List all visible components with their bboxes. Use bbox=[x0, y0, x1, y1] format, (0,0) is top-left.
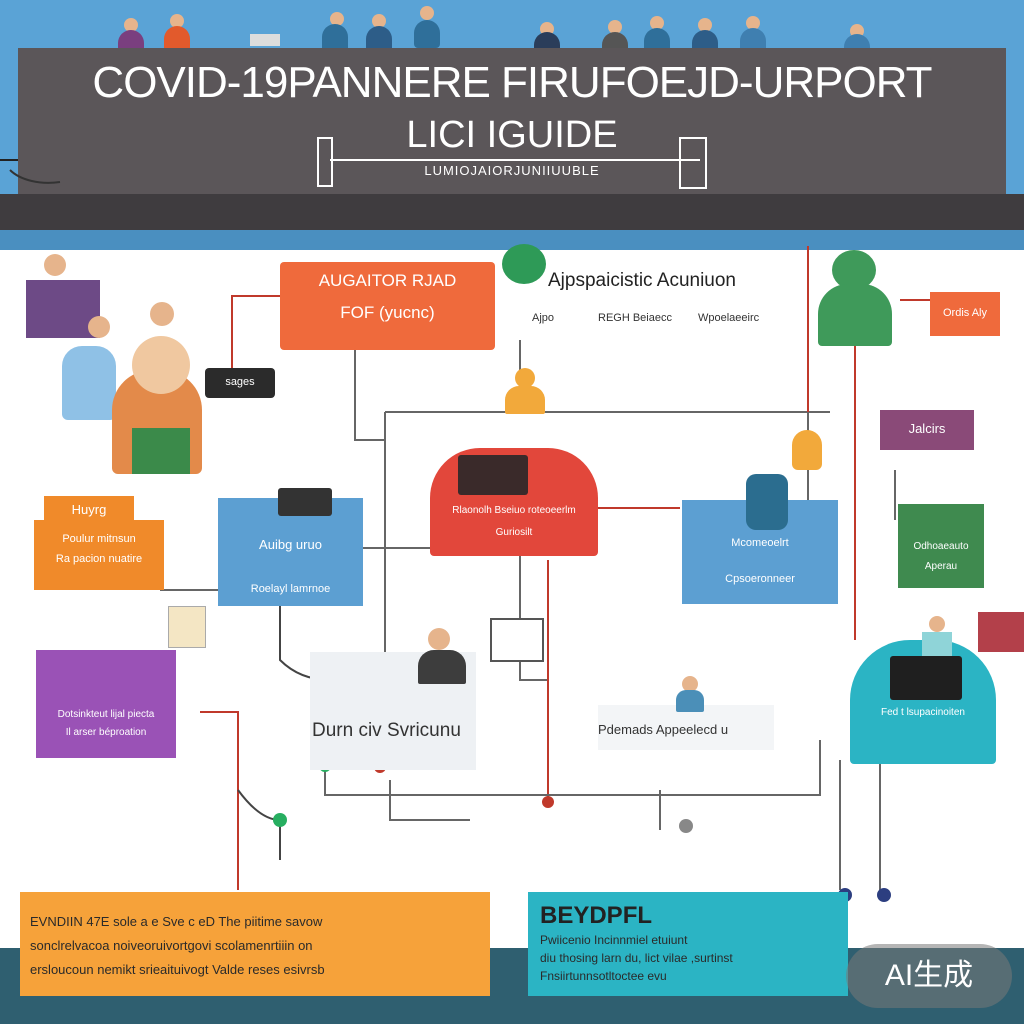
node-top-orange-line1: AUGAITOR RJAD bbox=[318, 271, 457, 290]
banner-ornaments bbox=[0, 137, 707, 189]
phone-icon bbox=[746, 474, 788, 530]
speaker-figure bbox=[414, 628, 470, 684]
node-purple-left-line2: Il arser béproation bbox=[65, 727, 147, 738]
green-figure bbox=[818, 250, 892, 346]
node-teal-right-label: Fed t lsupacinoiten bbox=[881, 707, 965, 718]
monitor-icon bbox=[278, 488, 332, 516]
doctor-figure bbox=[922, 616, 952, 656]
red-block bbox=[978, 612, 1024, 652]
node-purple-left-line1: Dotsinkteut lijal piecta bbox=[57, 709, 155, 720]
crowd bbox=[0, 0, 1024, 62]
footer-orange-line3: ersloucoun nemikt srieaituivogt Valde re… bbox=[30, 962, 325, 977]
node-right-purple-label: Jalcirs bbox=[908, 421, 946, 436]
footer-orange-panel bbox=[20, 892, 490, 996]
node-blue-right-line2: Cpsoeronneer bbox=[725, 573, 795, 585]
node-red-center-line2: Guriosilt bbox=[495, 527, 533, 538]
node-center-label: Durn civ Svricunu bbox=[312, 720, 461, 741]
node-top-orange-line2: FOF (yucnc) bbox=[340, 303, 435, 322]
nurse-figure bbox=[672, 676, 708, 712]
footer-teal-line2: diu thosing larn du, lict vilae ,surtins… bbox=[540, 951, 733, 965]
node-top-orange[interactable]: AUGAITOR RJAD FOF (yucnc) bbox=[280, 262, 495, 350]
node-blue-left[interactable]: Auibg uruo Roelayl lamrnoe bbox=[218, 498, 363, 606]
ai-generated-watermark: AI生成 bbox=[846, 944, 1012, 1008]
banner-shadow bbox=[0, 194, 1024, 230]
footer-teal-panel bbox=[528, 892, 848, 996]
node-right-orange-label: Ordis Aly bbox=[942, 307, 987, 319]
leaf-icon bbox=[502, 244, 546, 284]
node-green-right-line1: Odhoaeauto bbox=[913, 541, 969, 552]
node-left-orange[interactable]: Poulur mitnsun Ra pacion nuatire bbox=[34, 520, 164, 590]
node-top-center-title: Ajpspaicistic Acuniuon bbox=[548, 270, 736, 291]
footer-teal-line1: Pwiicenio Incinnmiel etuiunt bbox=[540, 933, 688, 947]
node-left-orange-line1: Poulur mitnsun bbox=[62, 533, 136, 545]
orange-figure bbox=[503, 368, 547, 414]
node-left-orange-line2: Ra pacion nuatire bbox=[55, 553, 143, 565]
document-icon bbox=[168, 606, 206, 648]
node-green-right-line2: Aperau bbox=[924, 561, 958, 572]
people-illustration bbox=[22, 250, 212, 475]
laptop-icon bbox=[458, 455, 528, 495]
node-top-center-sub3: Wpoelaeeirc bbox=[698, 312, 760, 324]
node-purple-left[interactable]: Dotsinkteut lijal piecta Il arser béproa… bbox=[36, 650, 176, 758]
node-mid-right-label: Pdemads Appeelecd u bbox=[598, 722, 729, 737]
node-green-right[interactable]: Odhoaeauto Aperau bbox=[898, 504, 984, 588]
laptop-screen-icon bbox=[890, 656, 962, 700]
node-left-orange-title: Huyrg bbox=[71, 502, 107, 517]
node-blue-right-line1: Mcomeoelrt bbox=[731, 537, 789, 549]
node-right-purple[interactable]: Jalcirs bbox=[880, 410, 974, 450]
node-top-center-sub2: REGH Beiaecc bbox=[598, 312, 672, 324]
node-blue-left-line1: Roelayl lamrnoe bbox=[250, 583, 331, 595]
subtitle: LUMIOJAIORJUNIIUUBLE bbox=[424, 163, 600, 178]
node-right-orange[interactable]: Ordis Aly bbox=[930, 292, 1000, 336]
footer-orange-line1: EVNDIIN 47E sole a e Sve c eD The piitim… bbox=[30, 914, 323, 929]
footer-teal-line3: Fnsiirtunnsotltoctee evu bbox=[540, 969, 667, 983]
lightbulb-icon bbox=[792, 430, 822, 470]
left-badge-label: sages bbox=[225, 376, 255, 388]
mid-right-panel bbox=[598, 705, 774, 750]
footer-teal-heading: BEYDPFL bbox=[540, 902, 653, 929]
title-line-2: LICI IGUIDE bbox=[406, 114, 618, 156]
node-red-center-line1: Rlaonolh Bseiuo roteoeerlm bbox=[452, 505, 576, 516]
title-banner bbox=[18, 48, 1006, 194]
node-blue-left-title: Auibg uruo bbox=[259, 537, 322, 552]
footer-orange-line2: sonclrelvacoa noiveoruivortgovi scolamen… bbox=[30, 938, 313, 953]
title-line-1: COVID-19PANNERE FIRUFOEJD-URPORT bbox=[92, 58, 932, 107]
left-badge: sages bbox=[205, 368, 275, 398]
clipboard-icon bbox=[490, 618, 544, 662]
node-left-orange-header: Huyrg bbox=[44, 496, 134, 522]
node-top-center-sub1: Ajpo bbox=[532, 312, 555, 324]
